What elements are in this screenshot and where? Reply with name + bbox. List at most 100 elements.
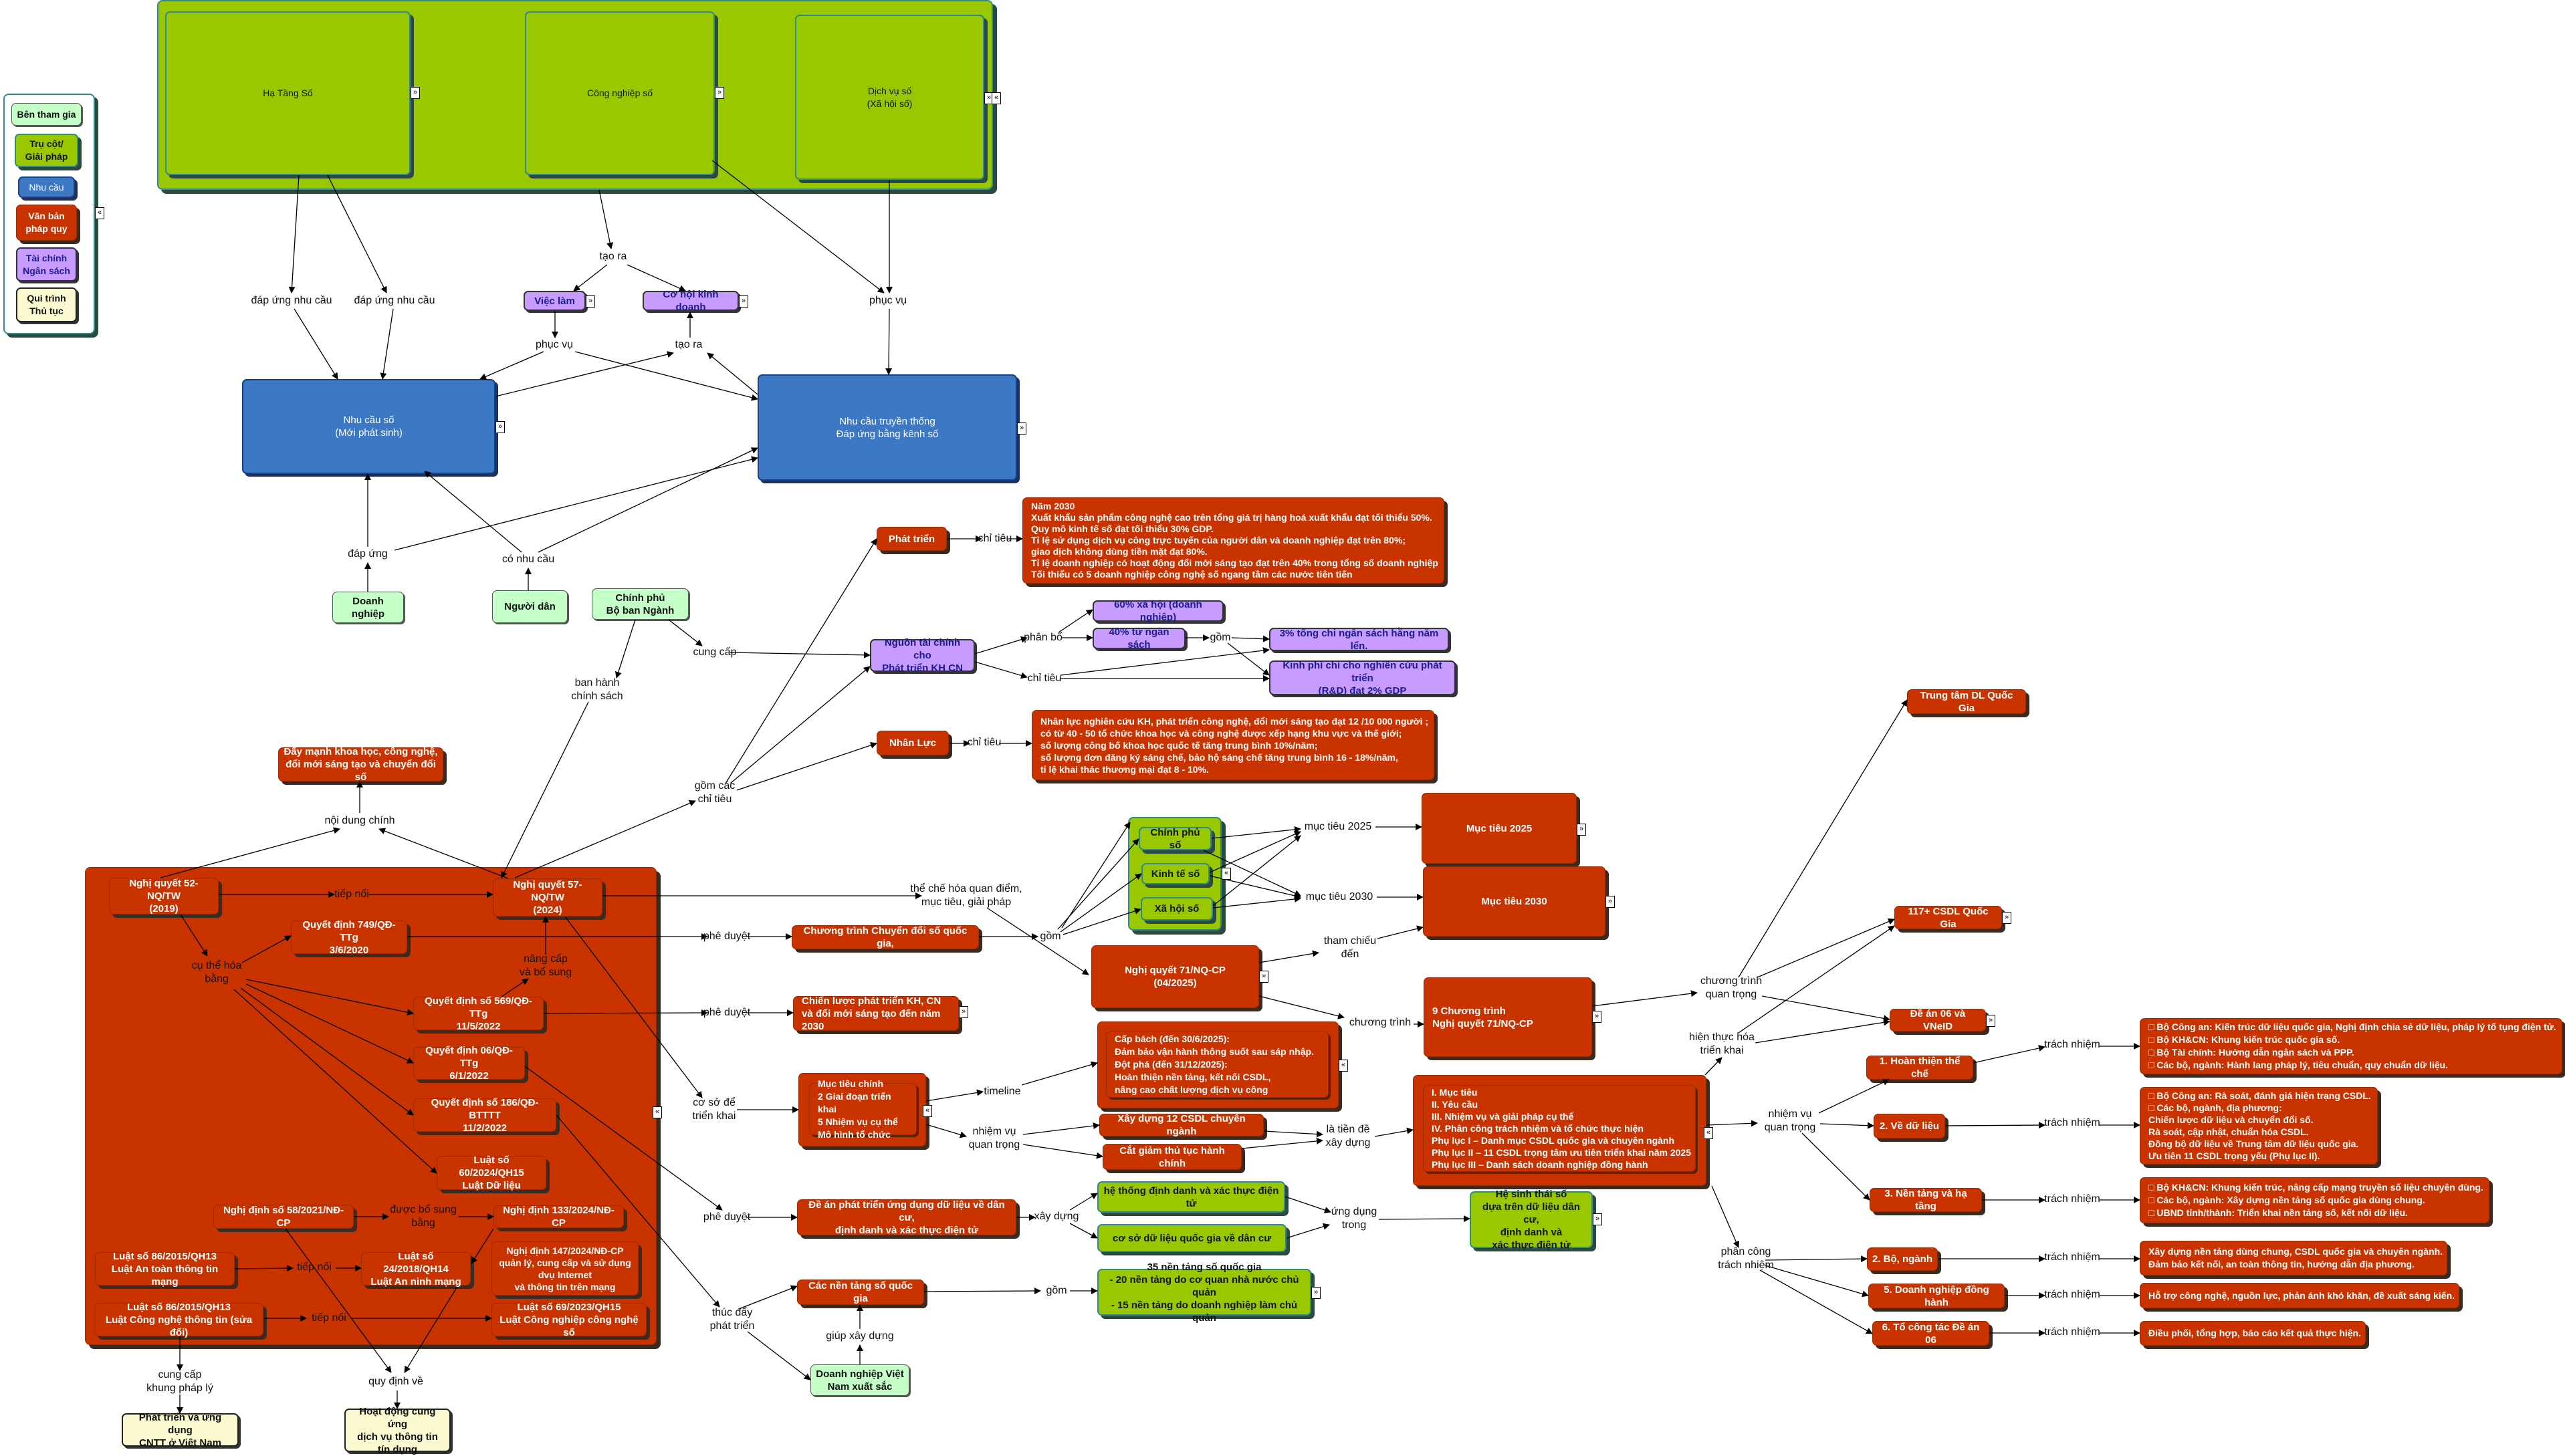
- node-phat-trien-target[interactable]: Năm 2030 Xuất khẩu sản phẩm công nghệ ca…: [1022, 497, 1444, 584]
- node-nd147[interactable]: Nghị định 147/2024/NĐ-CP quản lý, cung c…: [491, 1241, 639, 1296]
- node-ct9[interactable]: 9 Chương trình Nghị quyết 71/NQ-CP: [1424, 977, 1592, 1057]
- node-he-sinh-thai[interactable]: Hệ sinh thái số dựa trên dữ liệu dân cư,…: [1470, 1189, 1593, 1251]
- node-qd06[interactable]: Quyết định 06/QĐ-TTg 6/1/2022: [413, 1045, 525, 1082]
- node-cac-nen-tang[interactable]: Các nền tảng số quốc gia: [797, 1280, 924, 1305]
- expand-icon[interactable]: »: [495, 421, 505, 433]
- node-nguoi-dan[interactable]: Người dân: [492, 590, 568, 623]
- node-kinh-phi[interactable]: Kinh phí chi cho nghiên cứu phát triển (…: [1269, 660, 1456, 697]
- expand-icon[interactable]: »: [1259, 971, 1268, 983]
- node-nq57[interactable]: Nghị quyết 57-NQ/TW (2024): [493, 878, 602, 917]
- node-tn-bo[interactable]: Xây dựng nền tảng dùng chung, CSDL quốc …: [2140, 1241, 2447, 1276]
- node-nv-bo[interactable]: 2. Bộ, ngành: [1867, 1247, 1938, 1271]
- node-nv3[interactable]: 3. Nền tảng và hạ tầng: [1870, 1188, 1982, 1212]
- node-tn1[interactable]: □ Bộ Công an: Kiến trúc dữ liệu quốc gia…: [2140, 1018, 2562, 1074]
- node-doanh-nghiep[interactable]: Doanh nghiệp: [332, 592, 404, 623]
- node-cong-nghiep[interactable]: Công nghiệp số: [525, 11, 715, 175]
- expand-icon[interactable]: »: [959, 1006, 968, 1018]
- node-xa-hoi-60[interactable]: 60% xã hội (doanh nghiệp): [1093, 599, 1224, 623]
- node-nv6[interactable]: 6. Tổ công tác Đề án 06: [1872, 1321, 1989, 1346]
- node-hoat-dong[interactable]: Hoạt động cung ứng dịch vụ thông tin tín…: [344, 1406, 451, 1455]
- node-cp-so[interactable]: Chính phủ số: [1139, 827, 1212, 851]
- connector-arrow: [986, 907, 1089, 975]
- node-nhan-luc[interactable]: Nhân Lực: [877, 731, 949, 755]
- expand-icon[interactable]: »: [739, 295, 748, 308]
- node-nd58[interactable]: Nghị định số 58/2021/NĐ-CP: [213, 1205, 354, 1229]
- node-phat-trien[interactable]: Phát triển: [877, 527, 947, 551]
- node-nhan-luc-target[interactable]: Nhân lực nghiên cứu KH, phát triển công …: [1032, 710, 1434, 780]
- node-tn5[interactable]: Hỗ trợ công nghệ, nguồn lực, phản ánh kh…: [2140, 1283, 2459, 1308]
- expand-icon[interactable]: »: [1605, 896, 1615, 908]
- node-nd133[interactable]: Nghị định 133/2024/NĐ-CP: [493, 1205, 624, 1229]
- node-nhu-cau-tt[interactable]: Nhu cầu truyền thống Đáp ứng bằng kênh s…: [758, 374, 1017, 481]
- expand-icon[interactable]: »: [411, 87, 420, 99]
- node-ha-tang[interactable]: Hạ Tầng Số: [165, 11, 411, 175]
- node-de-an-dc[interactable]: Đề án phát triển ứng dụng dữ liệu về dân…: [797, 1199, 1016, 1236]
- collapse-icon[interactable]: «: [1704, 1127, 1713, 1139]
- node-qd186[interactable]: Quyết định số 186/QĐ-BTTTT 11/2/2022: [413, 1097, 556, 1134]
- node-kt-so[interactable]: Kinh tế số: [1141, 863, 1210, 884]
- node-tn2[interactable]: □ Bộ Công an: Rà soát, đánh giá hiện trạ…: [2140, 1087, 2378, 1165]
- node-csdl-dan-cu[interactable]: cơ sở dữ liệu quốc gia về dân cư: [1097, 1224, 1287, 1252]
- expand-icon[interactable]: »: [1017, 422, 1026, 435]
- expand-icon[interactable]: »: [715, 87, 724, 99]
- node-chinh-phu[interactable]: Chính phủ Bộ ban Ngành: [592, 588, 689, 620]
- node-luat86-cntt[interactable]: Luật số 86/2015/QH13 Luật Công nghệ thôn…: [94, 1302, 263, 1338]
- expand-icon[interactable]: »: [1577, 824, 1586, 836]
- node-nq52[interactable]: Nghị quyết 52-NQ/TW (2019): [109, 878, 219, 915]
- node-co-hoi[interactable]: Cơ hội kinh doanh: [643, 289, 739, 313]
- collapse-icon[interactable]: «: [95, 207, 104, 219]
- node-cat-giam[interactable]: Cắt giảm thủ tục hành chính: [1103, 1144, 1242, 1170]
- node-mt2030[interactable]: Mục tiêu 2030: [1423, 866, 1605, 937]
- node-nv1[interactable]: 1. Hoàn thiện thể chế: [1866, 1056, 1973, 1080]
- expand-icon[interactable]: »: [1986, 1015, 1995, 1027]
- node-trung-tam[interactable]: Trung tâm DL Quốc Gia: [1907, 689, 2026, 714]
- node-csdl117[interactable]: 117+ CSDL Quốc Gia: [1894, 906, 2002, 930]
- node-xd12[interactable]: Xây dựng 12 CSDL chuyên ngành: [1099, 1113, 1264, 1137]
- node-luat86-attt[interactable]: Luật số 86/2015/QH13 Luật An toàn thông …: [95, 1251, 235, 1288]
- expand-icon[interactable]: »: [586, 295, 595, 308]
- node-chi-3[interactable]: 3% tổng chi ngân sách hằng năm lển.: [1269, 628, 1449, 652]
- connector-arrow: [288, 174, 300, 293]
- node-tn6[interactable]: Điều phối, tổng hợp, báo cáo kết quả thự…: [2140, 1321, 2366, 1346]
- node-xh-so[interactable]: Xã hội số: [1141, 897, 1213, 921]
- node-de-an06[interactable]: Đề án 06 và VNeID: [1890, 1008, 1986, 1032]
- node-tn3[interactable]: □ Bộ KH&CN: Khung kiến trúc, nâng cấp mạ…: [2140, 1177, 2489, 1223]
- link-label: timeline: [984, 1086, 1021, 1097]
- node-ngan-sach-40[interactable]: 40% từ ngân sách: [1093, 626, 1186, 650]
- node-day-manh[interactable]: Đẩy mạnh khoa học, công nghệ, đổi mới sá…: [278, 746, 443, 783]
- node-nguon-tc[interactable]: Nguồn tài chính cho Phát triển KH CN: [870, 637, 975, 674]
- node-luat69[interactable]: Luật số 69/2023/QH15 Luật Công nghiệp cô…: [491, 1302, 647, 1338]
- node-luat60[interactable]: Luật số 60/2024/QH15 Luật Dữ liệu: [437, 1155, 546, 1191]
- node-nv5[interactable]: 5. Doanh nghiệp đồng hành: [1868, 1284, 2005, 1308]
- node-cap-bach[interactable]: Cấp bách (đến 30/6/2025): Đảm bảo vận hà…: [1106, 1032, 1329, 1098]
- node-ct-cds[interactable]: Chương trình Chuyển đổi số quốc gia,: [792, 925, 979, 949]
- node-ht-dinh-danh[interactable]: hệ thống định danh và xác thực điện tử: [1097, 1181, 1285, 1213]
- legend-item: Trụ cột/ Giải pháp: [15, 134, 78, 167]
- expand-icon[interactable]: »: [1592, 1011, 1601, 1023]
- node-mt2025[interactable]: Mục tiêu 2025: [1422, 793, 1577, 864]
- node-nq71[interactable]: Nghị quyết 71/NQ-CP (04/2025): [1091, 945, 1259, 1008]
- connector-arrow: [1057, 838, 1139, 930]
- node-nhu-cau-so[interactable]: Nhu cầu số (Mới phát sinh): [242, 379, 495, 474]
- node-big-list[interactable]: I. Mục tiêu II. Yêu cầu III. Nhiệm vụ và…: [1423, 1085, 1696, 1172]
- node-viec-lam[interactable]: Việc làm: [524, 291, 586, 311]
- node-ptud-cntt[interactable]: Phát triển và ứng dụng CNTT ở Việt Nam: [122, 1412, 239, 1449]
- node-chien-luoc[interactable]: Chiến lược phát triển KH, CN và đổi mới …: [793, 995, 959, 1032]
- node-luat24[interactable]: Luật số 24/2018/QH14 Luật An ninh mạng: [361, 1251, 471, 1288]
- expand-icon[interactable]: »: [1593, 1213, 1602, 1225]
- node-qd749[interactable]: Quyết định 749/QĐ-TTg 3/6/2020: [291, 919, 407, 956]
- collapse-icon[interactable]: «: [1339, 1060, 1348, 1072]
- node-nen-tang-35[interactable]: 35 nền tảng số quốc gia - 20 nền tảng do…: [1097, 1261, 1311, 1324]
- collapse-icon[interactable]: «: [1222, 868, 1231, 880]
- collapse-icon[interactable]: «: [653, 1106, 662, 1118]
- node-dn-vn[interactable]: Doanh nghiệp Việt Nam xuất sắc: [810, 1364, 909, 1396]
- collapse-icon[interactable]: «: [923, 1105, 932, 1117]
- link-label: ban hành chính sách: [571, 677, 623, 702]
- node-qd569[interactable]: Quyết định số 569/QĐ-TTg 11/5/2022: [413, 995, 544, 1032]
- node-nv2[interactable]: 2. Về dữ liệu: [1874, 1114, 1945, 1138]
- collapse-icon[interactable]: «: [992, 92, 1001, 104]
- node-muc-tieu-chinh[interactable]: Mục tiêu chính 2 Giai đoạn triển khai 5 …: [809, 1078, 917, 1140]
- node-dich-vu[interactable]: Dịch vụ số (Xã hội số): [795, 15, 984, 180]
- expand-icon[interactable]: »: [2002, 912, 2011, 924]
- expand-icon[interactable]: »: [1311, 1287, 1321, 1299]
